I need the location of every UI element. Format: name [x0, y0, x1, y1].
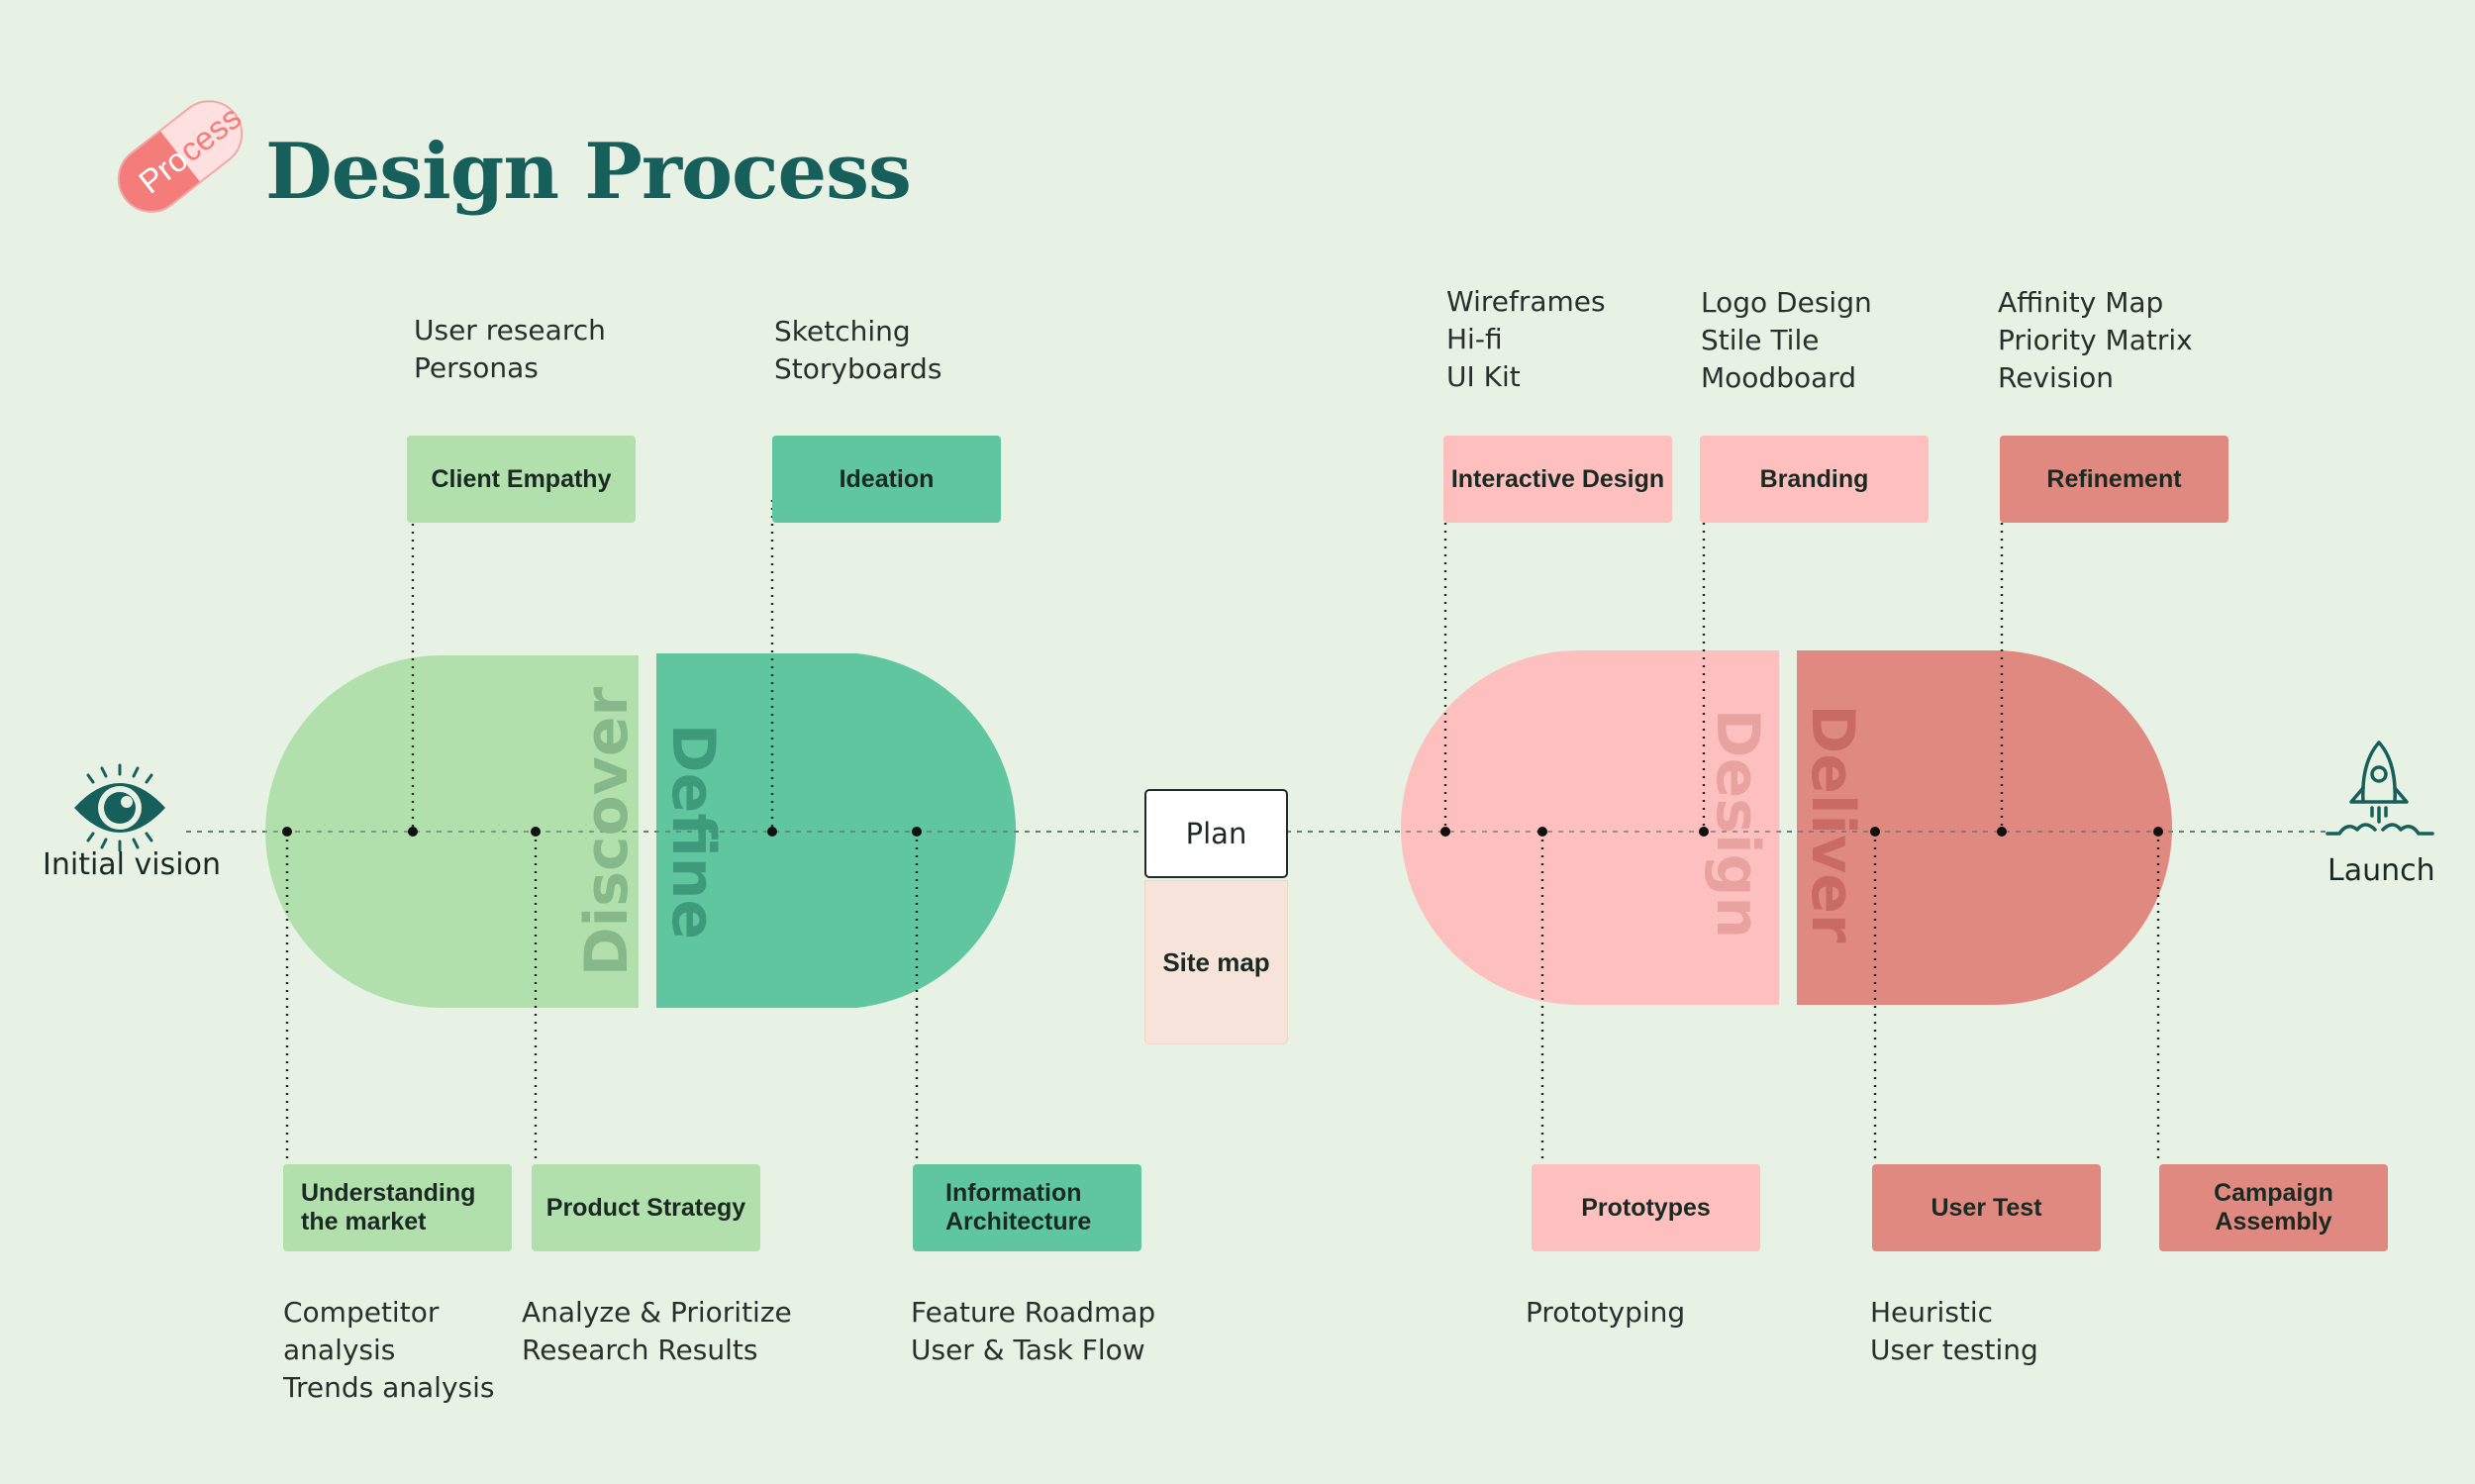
- note-interactive-design: Wireframes Hi-fi UI Kit: [1446, 285, 1606, 393]
- note-prototypes: Prototyping: [1526, 1296, 1686, 1329]
- deliver-pill-half: [1797, 650, 2172, 1005]
- step-campaign-assembly: Campaign Assembly: [2159, 1164, 2388, 1251]
- step-client-empathy: Client Empathy: [407, 436, 636, 523]
- design-pill-half: [1401, 650, 1779, 1005]
- page-title: Design Process: [265, 127, 912, 217]
- step-information-architecture: Information Architecture: [913, 1164, 1141, 1251]
- note-ideation: Sketching Storyboards: [774, 315, 942, 385]
- plan-box: Plan: [1144, 789, 1288, 878]
- step-ideation: Ideation: [772, 436, 1001, 523]
- note-branding: Logo Design Stile Tile Moodboard: [1701, 286, 1872, 394]
- eye-icon: [74, 763, 165, 852]
- note-refinement: Affinity Map Priority Matrix Revision: [1998, 286, 2193, 394]
- step-branding: Branding: [1700, 436, 1929, 523]
- rocket-icon: [2326, 741, 2434, 836]
- site-map-box: Site map: [1144, 880, 1288, 1044]
- define-pill-half: [656, 653, 1017, 1008]
- step-user-test: User Test: [1872, 1164, 2101, 1251]
- step-prototypes: Prototypes: [1532, 1164, 1760, 1251]
- process-pill-logo: Pro cess: [117, 99, 248, 213]
- launch-label: Launch: [2327, 853, 2435, 888]
- note-understanding-market: Competitor analysis Trends analysis: [283, 1296, 495, 1404]
- step-refinement: Refinement: [2000, 436, 2228, 523]
- step-interactive-design: Interactive Design: [1443, 436, 1672, 523]
- note-information-architecture: Feature Roadmap User & Task Flow: [911, 1296, 1156, 1366]
- note-client-empathy: User research Personas: [414, 314, 606, 384]
- note-user-test: Heuristic User testing: [1870, 1296, 2038, 1366]
- step-understanding-market: Understanding the market: [283, 1164, 512, 1251]
- initial-vision-label: Initial vision: [43, 847, 221, 882]
- note-product-strategy: Analyze & Prioritize Research Results: [522, 1296, 792, 1366]
- step-product-strategy: Product Strategy: [532, 1164, 760, 1251]
